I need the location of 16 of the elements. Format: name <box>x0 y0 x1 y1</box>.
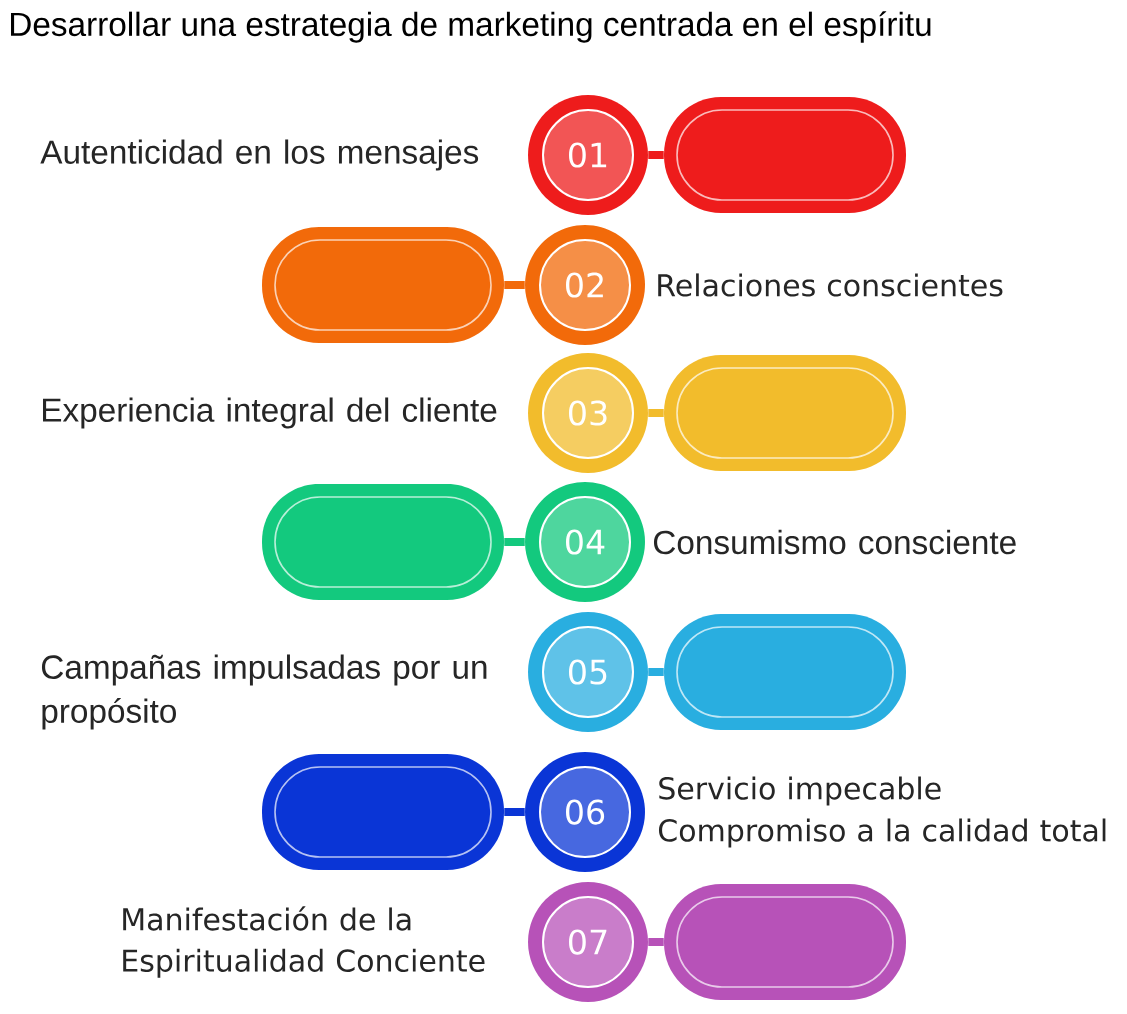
item-label: Servicio impecable <box>659 776 941 806</box>
item-label: Relaciones conscientes <box>658 273 1003 297</box>
rounded-bar <box>262 754 504 870</box>
rounded-bar <box>664 355 906 471</box>
rounded-bar <box>262 227 504 343</box>
item-label: Consumismo consciente <box>653 529 1016 555</box>
item-label: Experiencia integral del cliente <box>43 397 497 429</box>
item-label: Compromiso a la calidad total <box>658 818 1106 848</box>
item-label: Manifestación de la Espiritualidad Conciente <box>123 906 485 978</box>
rounded-bar <box>664 884 906 1000</box>
item-label: Campañas impulsadas por un propósito <box>41 654 487 730</box>
item-label: Autenticidad en los mensajes <box>40 139 479 171</box>
rounded-bar <box>664 97 906 213</box>
rounded-bar <box>262 484 504 600</box>
title: Desarrollar una estrategia de marketing centrada en el espíritu <box>11 11 931 43</box>
rounded-bar <box>664 614 906 730</box>
